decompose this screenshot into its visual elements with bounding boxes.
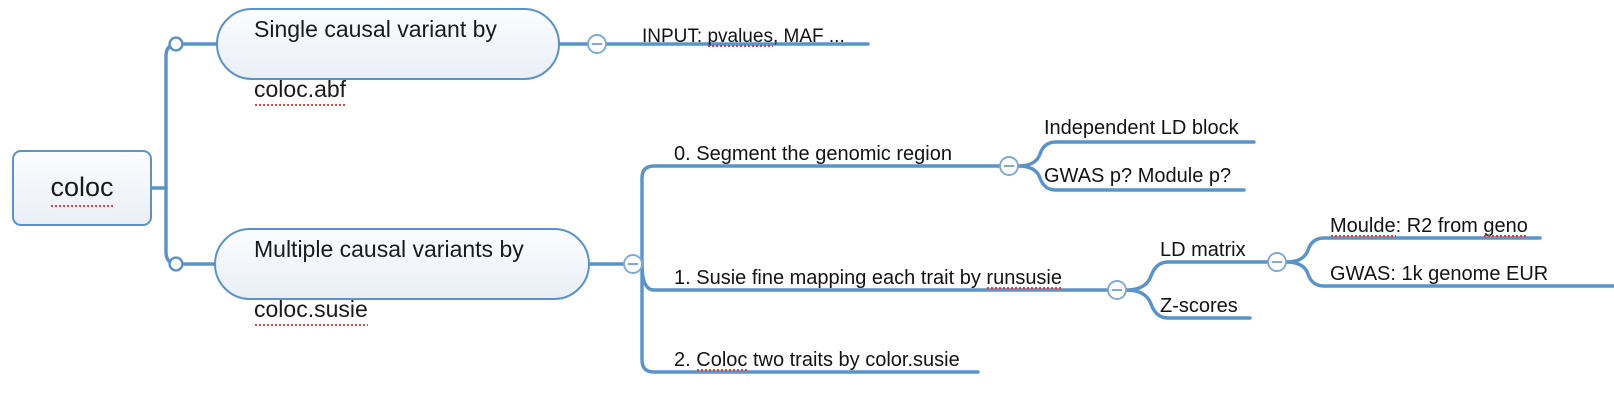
- leaf-input-pvalues[interactable]: INPUT: pvalues, MAF ...: [642, 26, 845, 48]
- junction-dot-susie: [168, 256, 184, 272]
- leaf-input-prefix: INPUT:: [642, 26, 708, 47]
- leaf-geno-misspelled: geno: [1483, 215, 1528, 238]
- leaf-step-2-suffix: two traits by color.susie: [747, 349, 960, 371]
- wire-susie-step0: [640, 164, 1002, 266]
- wire-root-trunk-up: [164, 42, 180, 190]
- junction-dot-abf: [168, 36, 184, 52]
- leaf-independent-ld-block-label: Independent LD block: [1044, 117, 1239, 139]
- leaf-z-scores-label: Z-scores: [1160, 295, 1238, 317]
- leaf-moulde-misspelled: Moulde: [1330, 215, 1396, 238]
- root-junction-dots: [168, 36, 184, 272]
- wire-root-trunk-down: [164, 186, 180, 266]
- leaf-step-2[interactable]: 2. Coloc two traits by color.susie: [674, 349, 960, 372]
- toggle-ldmatrix-children[interactable]: [1267, 252, 1287, 272]
- leaf-independent-ld-block[interactable]: Independent LD block: [1044, 118, 1239, 138]
- leaf-input-misspelled: pvalues: [707, 26, 773, 48]
- node-susie-label-line2: coloc.susie: [254, 294, 368, 328]
- root-node[interactable]: coloc: [12, 150, 152, 226]
- wire-ld-leaf1: [1284, 236, 1542, 264]
- node-abf-label-line1: Single causal variant by: [254, 15, 497, 42]
- node-single-causal-variant[interactable]: Single causal variant by coloc.abf: [216, 8, 560, 108]
- node-abf-label-line2: coloc.abf: [254, 74, 347, 108]
- leaf-moulde-mid: : R2 from: [1395, 215, 1484, 237]
- leaf-step-1-prefix: 1. Susie fine mapping each trait by: [674, 267, 987, 289]
- leaf-moulde-r2-from-geno[interactable]: Moulde: R2 from geno: [1330, 215, 1528, 238]
- wire-step1-leaf1: [1124, 260, 1270, 292]
- leaf-step-1[interactable]: 1. Susie fine mapping each trait by runs…: [674, 267, 1063, 290]
- leaf-gwas-module-p[interactable]: GWAS p? Module p?: [1044, 166, 1231, 186]
- leaf-step-1-misspelled: runsusie: [986, 267, 1063, 290]
- leaf-gwas-module-p-label: GWAS p? Module p?: [1044, 165, 1232, 187]
- toggle-susie-steps[interactable]: [623, 254, 643, 274]
- node-multiple-causal-variants[interactable]: Multiple causal variants by coloc.susie: [214, 228, 590, 328]
- toggle-step1-children[interactable]: [1107, 280, 1127, 300]
- node-susie-label-line1: Multiple causal variants by: [254, 235, 524, 262]
- leaf-gwas-1k-genome-eur[interactable]: GWAS: 1k genome EUR: [1330, 264, 1548, 284]
- toggle-step0-children[interactable]: [999, 156, 1019, 176]
- leaf-step-2-misspelled: Coloc: [696, 349, 748, 372]
- leaf-ld-matrix[interactable]: LD matrix: [1160, 240, 1246, 260]
- leaf-gwas-1k-genome-eur-label: GWAS: 1k genome EUR: [1330, 263, 1549, 285]
- leaf-step-0-label: 0. Segment the genomic region: [674, 143, 952, 165]
- leaf-input-suffix: , MAF ...: [772, 26, 845, 47]
- leaf-step-0[interactable]: 0. Segment the genomic region: [674, 144, 952, 164]
- wire-step0-leaf1: [1016, 140, 1256, 168]
- leaf-ld-matrix-label: LD matrix: [1160, 239, 1246, 261]
- leaf-z-scores[interactable]: Z-scores: [1160, 296, 1238, 316]
- leaf-step-2-prefix: 2.: [674, 349, 697, 371]
- root-node-label: coloc: [50, 170, 114, 208]
- toggle-abf-input[interactable]: [587, 34, 607, 54]
